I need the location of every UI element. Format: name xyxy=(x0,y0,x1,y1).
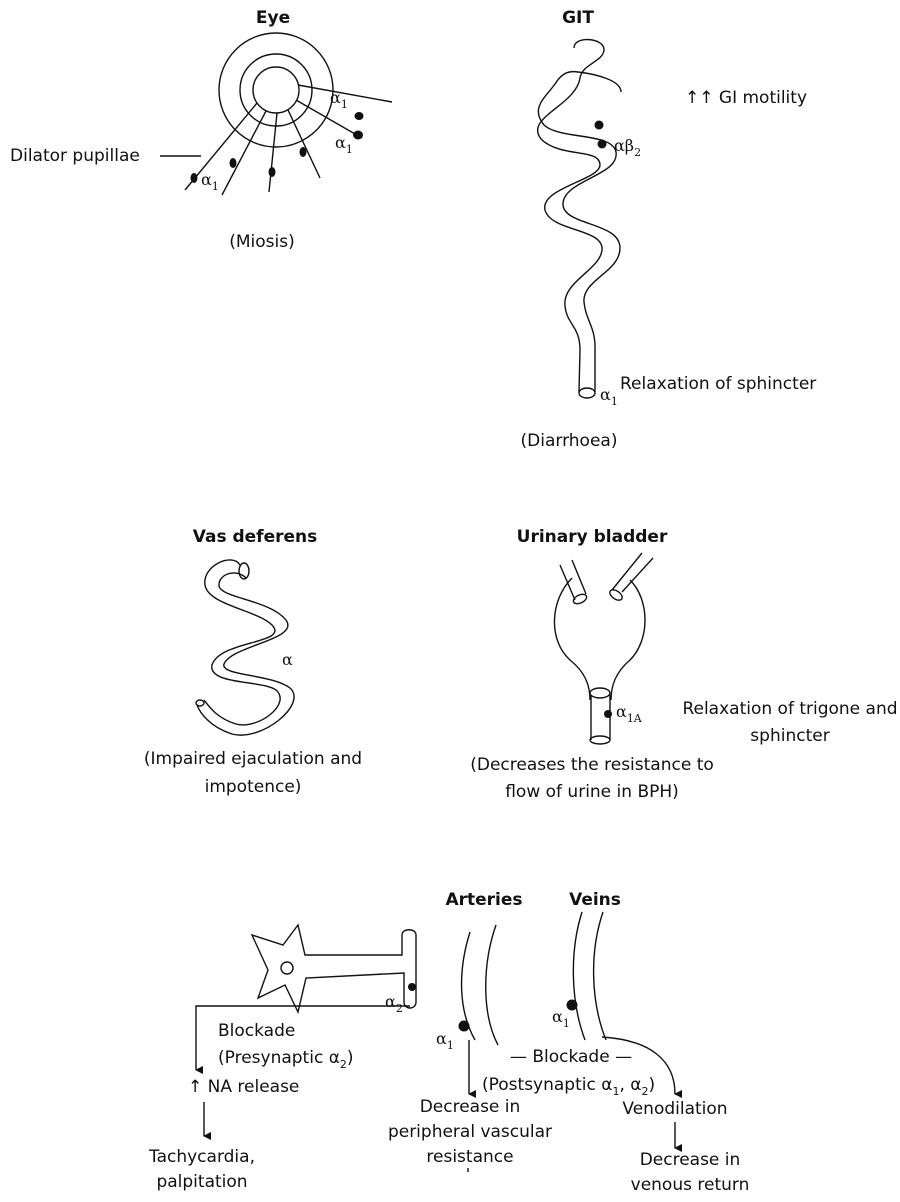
eye-receptor-dot xyxy=(354,112,364,120)
git-receptor-end-label: α1 xyxy=(600,385,618,408)
vas-title: Vas deferens xyxy=(193,527,318,547)
na-release-label: ↑ NA release xyxy=(188,1077,299,1097)
arteries-title: Arteries xyxy=(445,890,522,910)
vas-receptor-label: α xyxy=(282,650,293,669)
venous-return-line1: Decrease in xyxy=(640,1150,741,1170)
bladder-drawing xyxy=(553,552,654,745)
gi-motility-label: ↑↑ GI motility xyxy=(685,88,807,108)
vein-receptor-dot xyxy=(566,999,578,1011)
eye-drawing xyxy=(184,32,393,196)
git-panel: GIT ↑↑ GI motility αβ2 α1 Relaxation of … xyxy=(521,8,817,451)
vas-effect-line1: (Impaired ejaculation and xyxy=(144,749,362,769)
tachycardia-line1: Tachycardia, xyxy=(148,1147,255,1167)
postsynaptic-blockade-subtitle: (Postsynaptic α1, α2) xyxy=(482,1075,655,1098)
tachycardia-line2: palpitation xyxy=(156,1172,247,1192)
presynaptic-blockade-label: Blockade xyxy=(218,1021,295,1041)
pvr-line1: Decrease in xyxy=(420,1097,521,1117)
dilator-pupillae-label: Dilator pupillae xyxy=(10,146,140,166)
vein-arrow xyxy=(601,1036,683,1098)
venodilation-label: Venodilation xyxy=(622,1099,727,1119)
presynaptic-receptor-label: α2 xyxy=(385,992,403,1015)
git-receptor-dot xyxy=(594,120,604,130)
eye-title: Eye xyxy=(256,8,290,28)
bladder-effect-line2: flow of urine in BPH) xyxy=(505,782,679,802)
git-title: GIT xyxy=(562,8,594,28)
presynaptic-arrow xyxy=(195,1005,410,1074)
postsynaptic-blockade-label: — Blockade — xyxy=(510,1047,632,1067)
vas-deferens-drawing xyxy=(195,559,295,736)
artery-receptor-dot xyxy=(458,1020,470,1032)
sphincter-relaxation-label: Relaxation of sphincter xyxy=(620,374,816,394)
git-receptor-mid-label: αβ2 xyxy=(614,136,641,159)
vein-receptor-label: α1 xyxy=(552,1007,570,1030)
venous-return-line2: venous return xyxy=(631,1175,750,1195)
eye-receptor-right-label: α1 xyxy=(335,133,353,156)
bladder-title: Urinary bladder xyxy=(517,527,668,547)
vas-effect-line2: impotence) xyxy=(205,777,302,797)
eye-receptor-dot xyxy=(190,173,198,183)
bladder-effect-line1: (Decreases the resistance to xyxy=(470,755,714,775)
git-receptor-dot xyxy=(597,139,607,149)
git-effect: (Diarrhoea) xyxy=(521,431,618,451)
bladder-receptor-label: α1A xyxy=(616,702,643,725)
eye-effect: (Miosis) xyxy=(229,232,295,252)
bladder-panel: Urinary bladder α1A Relaxation of trigon… xyxy=(470,527,897,802)
eye-receptor-dot xyxy=(268,167,276,177)
pvr-line3: resistance xyxy=(426,1147,513,1167)
neuron-drawing xyxy=(250,923,417,1015)
presynaptic-blockade-subtitle: (Presynaptic α2) xyxy=(218,1048,354,1071)
eye-receptor-left-label: α1 xyxy=(201,170,219,193)
artery-drawing xyxy=(458,924,499,1046)
eye-receptor-dot xyxy=(299,147,307,157)
bladder-receptor-dot xyxy=(604,710,612,718)
eye-receptor-dot xyxy=(353,130,363,140)
vessels-panel: Arteries Veins α2 α1 α1 Blockade (Presyn… xyxy=(148,890,749,1195)
artery-receptor-label: α1 xyxy=(436,1029,454,1052)
eye-receptor-dot xyxy=(229,158,237,168)
eye-receptor-top-label: α1 xyxy=(330,88,348,111)
eye-panel: Eye α1 α1 α1 Dilator pupillae (Miosis) xyxy=(10,8,393,252)
pvr-line2: peripheral vascular xyxy=(388,1122,552,1142)
bladder-action-line2: sphincter xyxy=(750,726,829,746)
git-tube-drawing xyxy=(536,38,622,399)
vein-drawing xyxy=(566,911,607,1041)
presynaptic-receptor-dot xyxy=(408,983,416,991)
bladder-action-line1: Relaxation of trigone and xyxy=(682,699,897,719)
veins-title: Veins xyxy=(569,890,621,910)
vas-deferens-panel: Vas deferens α (Impaired ejaculation and… xyxy=(144,527,362,797)
